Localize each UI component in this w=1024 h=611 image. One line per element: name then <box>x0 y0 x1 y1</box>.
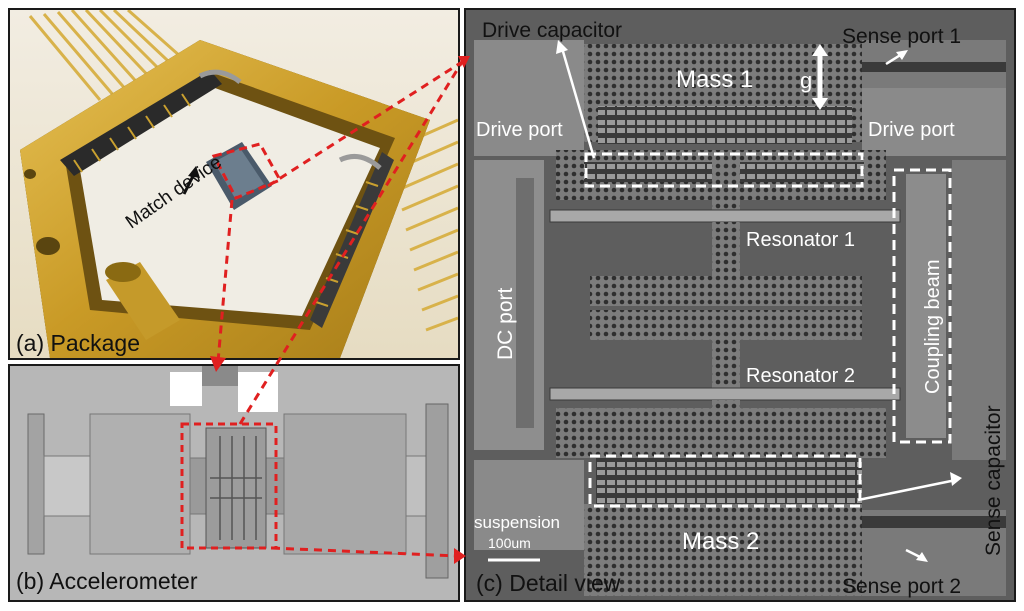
panel-detail-view: Drive capacitor Sense port 1 Mass 1 g Dr… <box>464 8 1016 602</box>
label-suspension: suspension <box>474 513 561 532</box>
label-sense-capacitor: Sense capacitor <box>982 405 1005 556</box>
label-resonator-1: Resonator 1 <box>746 229 855 251</box>
scale-bar-label: 100um <box>488 535 531 551</box>
label-drive-port-left: Drive port <box>476 119 563 141</box>
label-sense-port-2: Sense port 2 <box>842 575 962 598</box>
panel-a-caption: (a) Package <box>16 330 141 356</box>
panel-package: Match device (a) Package <box>8 8 460 360</box>
label-drive-capacitor: Drive capacitor <box>482 19 623 42</box>
label-mass-1: Mass 1 <box>676 66 754 93</box>
label-drive-port-right: Drive port <box>868 119 955 141</box>
label-gap: g <box>800 68 813 93</box>
label-resonator-2: Resonator 2 <box>746 365 855 387</box>
accelerometer-image <box>10 366 458 600</box>
detail-sem-image <box>466 10 1014 600</box>
label-dc-port: DC port <box>494 287 517 360</box>
label-mass-2: Mass 2 <box>682 528 760 555</box>
package-photo <box>10 10 458 358</box>
panel-accelerometer: (b) Accelerometer <box>8 364 460 602</box>
label-coupling-beam: Coupling beam <box>922 259 944 394</box>
label-sense-port-1: Sense port 1 <box>842 25 962 48</box>
panel-c-caption: (c) Detail view <box>476 570 621 596</box>
panel-b-caption: (b) Accelerometer <box>16 568 198 594</box>
